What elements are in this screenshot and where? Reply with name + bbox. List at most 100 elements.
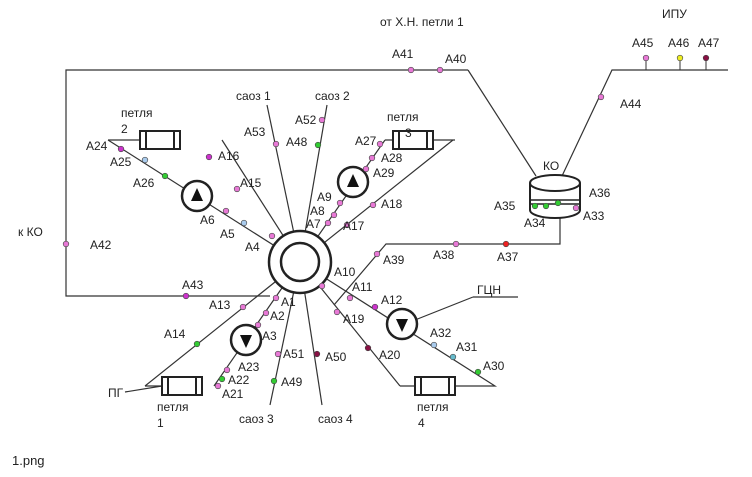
point-A5[interactable]	[240, 219, 248, 227]
label-A42: A42	[90, 238, 112, 252]
point-A22[interactable]	[218, 375, 226, 383]
point-A2[interactable]	[262, 309, 270, 317]
label-loop-1: петля	[157, 400, 189, 414]
point-A35[interactable]	[531, 202, 539, 210]
point-A25[interactable]	[141, 156, 149, 164]
point-A24[interactable]	[117, 145, 125, 153]
point-A14[interactable]	[193, 340, 201, 348]
label-A27: A27	[355, 134, 377, 148]
component-labels: от Х.Н. петли 1 ИПУ КО к КО ГЦН ПГ саоз …	[18, 7, 687, 430]
point-labels: A1 A2 A3 A4 A5 A6 A7 A8 A9 A10 A11 A12 A…	[86, 36, 720, 401]
point-A20[interactable]	[364, 344, 372, 352]
label-A48: A48	[286, 135, 308, 149]
loop-3-heat-exchanger	[392, 130, 434, 150]
point-A29[interactable]	[362, 165, 370, 173]
pressurizer-ko	[529, 174, 581, 219]
label-A34: A34	[524, 216, 546, 230]
point-A42[interactable]	[62, 240, 70, 248]
point-A17[interactable]	[343, 221, 351, 229]
label-loop-4-num: 4	[418, 416, 425, 430]
point-A50[interactable]	[313, 350, 321, 358]
label-A51: A51	[283, 347, 305, 361]
point-A15[interactable]	[233, 185, 241, 193]
point-A26[interactable]	[161, 172, 169, 180]
label-A1: A1	[281, 295, 296, 309]
point-A46[interactable]	[676, 54, 684, 62]
point-A23[interactable]	[223, 366, 231, 374]
label-A35: A35	[494, 199, 516, 213]
point-A11[interactable]	[346, 294, 354, 302]
point-A49[interactable]	[270, 377, 278, 385]
point-A12[interactable]	[371, 303, 379, 311]
point-A16[interactable]	[205, 153, 213, 161]
point-A31[interactable]	[449, 353, 457, 361]
label-A14: A14	[164, 327, 186, 341]
point-A47[interactable]	[702, 54, 710, 62]
label-pg: ПГ	[108, 386, 124, 400]
point-A33[interactable]	[554, 199, 562, 207]
label-A45: A45	[632, 36, 654, 50]
label-A36: A36	[589, 186, 611, 200]
point-A34[interactable]	[542, 202, 550, 210]
label-from-xn: от Х.Н. петли 1	[380, 15, 464, 29]
point-A39[interactable]	[373, 250, 381, 258]
point-A19[interactable]	[333, 308, 341, 316]
point-A7[interactable]	[324, 219, 332, 227]
label-saoz2: саоз 2	[315, 89, 350, 103]
point-A10[interactable]	[318, 282, 326, 290]
point-A51[interactable]	[274, 350, 282, 358]
point-A53[interactable]	[272, 140, 280, 148]
point-A41[interactable]	[407, 66, 415, 74]
pipe-surge-line	[333, 217, 561, 306]
point-A48[interactable]	[314, 141, 322, 149]
pipe-pg	[124, 385, 163, 393]
point-A27[interactable]	[376, 140, 384, 148]
label-A37: A37	[497, 250, 519, 264]
label-A46: A46	[668, 36, 690, 50]
label-A4: A4	[245, 240, 260, 254]
loop-2-heat-exchanger	[139, 130, 181, 150]
label-A25: A25	[110, 155, 132, 169]
label-A26: A26	[133, 176, 155, 190]
label-A52: A52	[295, 113, 317, 127]
label-A29: A29	[373, 166, 395, 180]
loop-4-heat-exchanger	[414, 376, 456, 396]
point-A8[interactable]	[330, 211, 338, 219]
point-A52[interactable]	[318, 116, 326, 124]
pump-loop-4-gcn	[385, 307, 419, 341]
label-A7: A7	[306, 217, 321, 231]
point-A37[interactable]	[502, 240, 510, 248]
loop-1-heat-exchanger	[161, 376, 203, 396]
point-A43[interactable]	[182, 292, 190, 300]
label-loop-4: петля	[417, 400, 449, 414]
point-A3[interactable]	[254, 321, 262, 329]
point-A18[interactable]	[369, 201, 377, 209]
point-A1[interactable]	[272, 294, 280, 302]
point-A44[interactable]	[597, 93, 605, 101]
point-A40[interactable]	[436, 66, 444, 74]
point-A6[interactable]	[222, 207, 230, 215]
point-A4[interactable]	[268, 232, 276, 240]
label-A17: A17	[343, 219, 365, 233]
pipe-to-ko	[65, 69, 468, 297]
point-A21[interactable]	[214, 382, 222, 390]
point-A38[interactable]	[452, 240, 460, 248]
point-A30[interactable]	[474, 368, 482, 376]
label-A2: A2	[270, 309, 285, 323]
label-A6: A6	[200, 213, 215, 227]
label-A21: A21	[222, 387, 244, 401]
pipe-ko-ipu	[561, 69, 728, 177]
point-A28[interactable]	[368, 154, 376, 162]
label-loop-1-num: 1	[157, 416, 164, 430]
reactor	[267, 229, 333, 295]
point-A13[interactable]	[239, 303, 247, 311]
label-A49: A49	[281, 375, 303, 389]
point-A32[interactable]	[430, 341, 438, 349]
label-saoz3: саоз 3	[239, 412, 274, 426]
point-A45[interactable]	[642, 54, 650, 62]
point-A9[interactable]	[336, 199, 344, 207]
label-A30: A30	[483, 359, 505, 373]
point-A36[interactable]	[572, 204, 580, 212]
label-A20: A20	[379, 348, 401, 362]
label-A18: A18	[381, 197, 403, 211]
